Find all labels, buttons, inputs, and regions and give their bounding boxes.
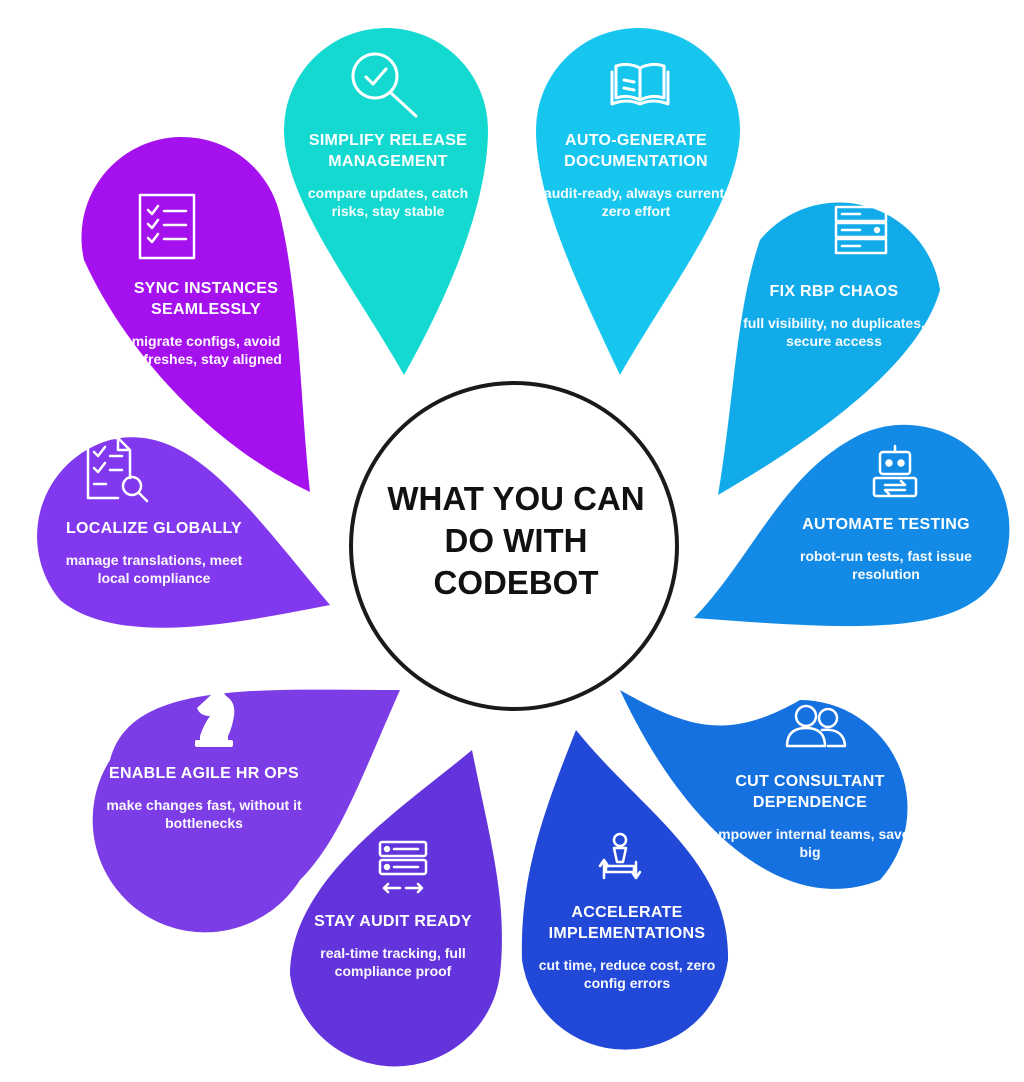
petal-implement <box>521 730 729 1050</box>
robot-icon <box>872 444 918 498</box>
petal-title: ENABLE AGILE HR OPS <box>108 765 299 782</box>
petal-rbp <box>718 202 940 495</box>
petal-consultant <box>620 690 908 889</box>
petal-description: compare updates, catch risks, stay stabl… <box>307 185 469 219</box>
petal-title: AUTO-GENERATE DOCUMENTATION <box>564 132 708 170</box>
petal-description: full visibility, no duplicates, secure a… <box>743 315 925 349</box>
server-stack-icon <box>834 205 888 255</box>
petal-description: migrate configs, avoid refreshes, stay a… <box>130 333 282 367</box>
petal-label-consultant: CUT CONSULTANT DEPENDENCE empower intern… <box>710 771 910 861</box>
petal-description: make changes fast, without it bottleneck… <box>106 797 302 831</box>
petal-title: LOCALIZE GLOBALLY <box>65 520 243 537</box>
petal-label-testing: AUTOMATE TESTING robot-run tests, fast i… <box>786 514 986 583</box>
petal-description: robot-run tests, fast issue resolution <box>800 548 972 582</box>
petal-release <box>284 28 488 376</box>
petal-description: real-time tracking, full compliance proo… <box>320 945 466 979</box>
center-circle <box>349 381 679 711</box>
petal-hrops <box>92 689 400 933</box>
chess-knight-icon <box>195 690 235 747</box>
petal-label-docs: AUTO-GENERATE DOCUMENTATION audit-ready,… <box>536 130 736 220</box>
petal-description: audit-ready, always current, zero effort <box>543 185 729 219</box>
petal-docs <box>536 28 740 375</box>
petal-sync <box>81 136 311 493</box>
open-book-icon <box>610 62 670 106</box>
petal-label-localize: LOCALIZE GLOBALLY manage translations, m… <box>54 518 254 587</box>
petal-label-rbp: FIX RBP CHAOS full visibility, no duplic… <box>734 281 934 350</box>
petal-description: cut time, reduce cost, zero config error… <box>538 957 716 991</box>
petal-label-audit: STAY AUDIT READY real-time tracking, ful… <box>293 911 493 980</box>
petal-title: FIX RBP CHAOS <box>769 283 899 300</box>
users-icon <box>785 704 847 748</box>
petal-label-release: SIMPLIFY RELEASE MANAGEMENT compare upda… <box>288 130 488 220</box>
magnifier-check-icon <box>351 52 418 118</box>
petal-title: CUT CONSULTANT DEPENDENCE <box>735 773 885 811</box>
petal-label-sync: SYNC INSTANCES SEAMLESSLY migrate config… <box>106 278 306 368</box>
petal-testing <box>694 424 1010 627</box>
petal-title: STAY AUDIT READY <box>314 913 472 930</box>
chess-pawn-arrows-icon <box>598 832 642 880</box>
petal-audit <box>290 750 502 1067</box>
document-search-icon <box>86 436 149 503</box>
petal-description: manage translations, meet local complian… <box>65 552 243 586</box>
server-transfer-icon <box>378 840 428 894</box>
petal-title: ACCELERATE IMPLEMENTATIONS <box>548 904 706 942</box>
petal-label-hrops: ENABLE AGILE HR OPS make changes fast, w… <box>104 763 304 832</box>
center-title: WHAT YOU CAN DO WITH CODEBOT <box>387 480 645 601</box>
petal-title: AUTOMATE TESTING <box>802 516 970 533</box>
checklist-icon <box>138 193 196 260</box>
petal-title: SIMPLIFY RELEASE MANAGEMENT <box>308 132 468 170</box>
petal-title: SYNC INSTANCES SEAMLESSLY <box>133 280 279 318</box>
petal-label-implement: ACCELERATE IMPLEMENTATIONS cut time, red… <box>527 902 727 992</box>
petal-localize <box>37 437 331 628</box>
petal-description: empower internal teams, save big <box>710 826 910 860</box>
